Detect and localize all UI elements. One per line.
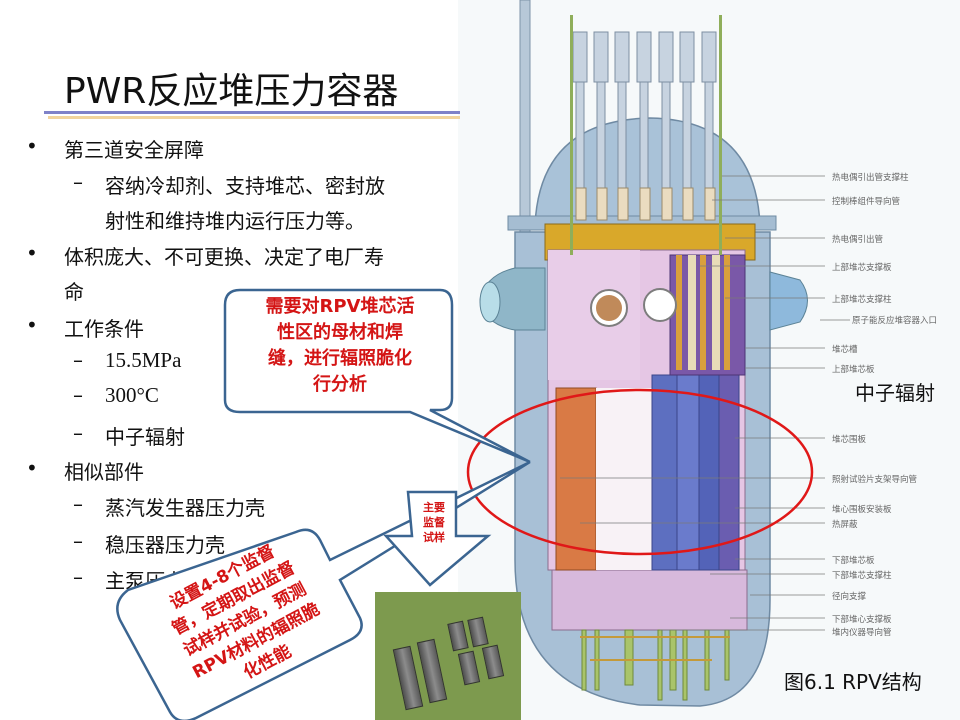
diagram-label: 控制棒组件导向管	[832, 197, 901, 207]
bullet-dot-icon: •	[26, 313, 38, 337]
figure-caption: 图6.1 RPV结构	[784, 670, 922, 694]
slide-title: PWR反应堆压力容器	[64, 71, 399, 112]
diagram-label: 堆芯围板	[832, 435, 867, 445]
sub-bullet-item: – 中子辐射	[73, 421, 185, 449]
arrow-callout-main-specimens: 主要 监督 试样	[423, 501, 445, 544]
diagram-label: 堆心围板安装板	[832, 505, 892, 515]
sub-bullet-item: – 300°C	[73, 383, 159, 407]
bullet-item: • 工作条件	[26, 313, 144, 341]
dash-icon: –	[73, 348, 83, 372]
bullet-dot-icon: •	[26, 456, 38, 480]
sub-bullet-item: – 蒸汽发生器压力壳	[73, 492, 265, 520]
specimen-bar	[416, 638, 448, 704]
diagram-label: 径向支撑	[832, 592, 867, 602]
dash-icon: –	[73, 170, 83, 194]
diagram-label: 下部堆心支撑板	[832, 615, 892, 625]
diagram-label: 堆内仪器导向管	[832, 628, 892, 638]
highlight-ellipse	[466, 388, 814, 556]
callout-rpv-analysis: 需要对RPV堆芯活 性区的母材和焊 缝，进行辐照脆化 行分析	[265, 296, 415, 395]
bullet-dot-icon: •	[26, 241, 38, 265]
specimen-bar	[447, 620, 469, 652]
diagram-label: 上部堆芯支撑板	[832, 263, 892, 273]
diagram-label: 上部堆芯支撑柱	[832, 295, 892, 305]
neutron-radiation-annotation: 中子辐射	[855, 381, 935, 405]
dash-icon: –	[73, 529, 83, 553]
sub-bullet-item: – 稳压器压力壳	[73, 529, 225, 557]
diagram-label: 热电偶引出管	[832, 235, 884, 245]
diagram-label: 热电偶引出管支撑柱	[832, 173, 909, 183]
surveillance-specimen-photo	[375, 592, 521, 720]
dash-icon: –	[73, 565, 83, 589]
bullet-dot-icon: •	[26, 134, 38, 158]
sub-bullet-item: – 15.5MPa	[73, 348, 182, 372]
diagram-label: 热屏蔽	[832, 520, 858, 530]
diagram-label: 堆芯槽	[832, 345, 858, 355]
bullet-item: • 相似部件	[26, 456, 144, 484]
dash-icon: –	[73, 383, 83, 407]
bullet-item: • 第三道安全屏障	[26, 134, 204, 162]
diagram-label: 下部堆芯支撑柱	[832, 571, 892, 581]
bullet-item: • 体积庞大、不可更换、决定了电厂寿	[26, 241, 384, 269]
title-underline-tan	[48, 116, 460, 119]
specimen-bar	[467, 616, 489, 648]
diagram-label: 原子能反应堆容器入口	[852, 316, 938, 326]
title-underline-blue	[44, 111, 460, 114]
dash-icon: –	[73, 421, 83, 445]
specimen-bar	[457, 650, 481, 686]
diagram-label: 照射试验片支架导向管	[832, 475, 918, 485]
specimen-bar	[481, 644, 505, 680]
sub-bullet-continuation: 射性和维持堆内运行压力等。	[105, 209, 365, 233]
diagram-label: 下部堆芯板	[832, 556, 875, 566]
diagram-label: 上部堆芯板	[832, 365, 875, 375]
sub-bullet-item: – 容纳冷却剂、支持堆芯、密封放	[73, 170, 385, 198]
dash-icon: –	[73, 492, 83, 516]
bullet-continuation: 命	[64, 280, 84, 304]
